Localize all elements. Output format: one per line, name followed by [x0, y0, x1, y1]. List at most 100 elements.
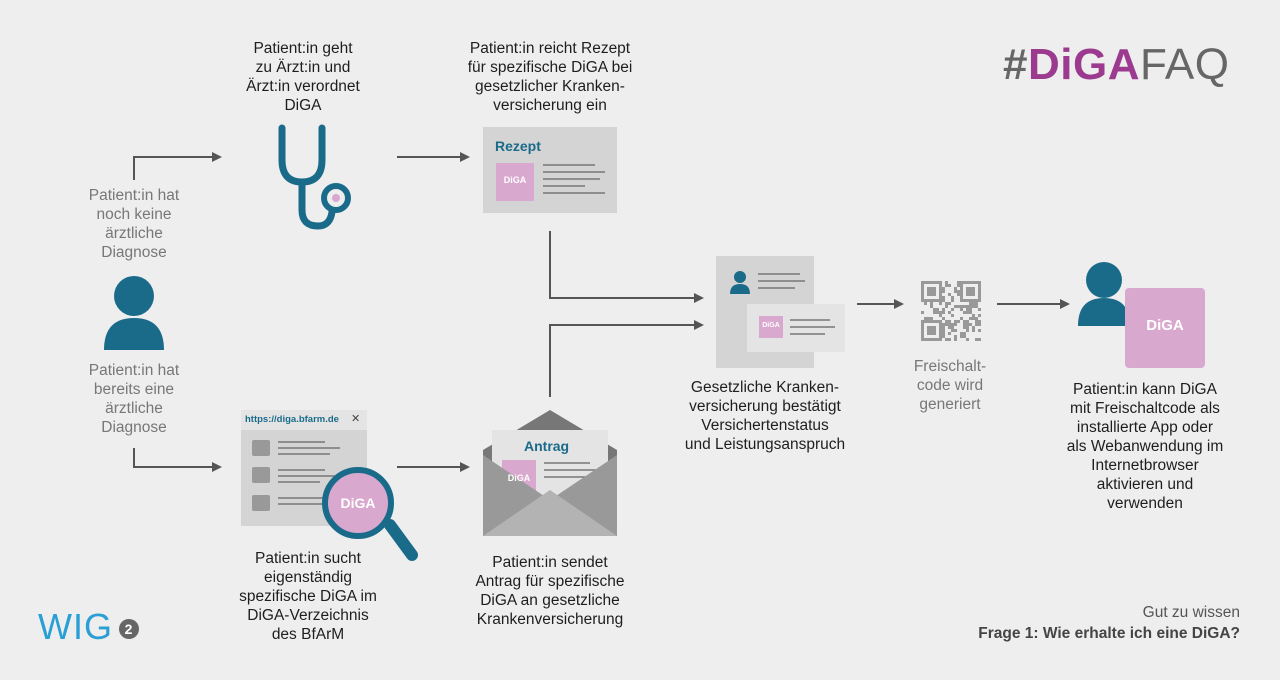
qr-module: [939, 320, 942, 323]
qr-module: [921, 299, 924, 302]
qr-module: [966, 281, 969, 284]
arrow-has-diagnosis-to-search: [133, 448, 222, 472]
footer-question: Frage 1: Wie erhalte ich eine DiGA?: [978, 625, 1240, 642]
qr-module: [939, 323, 942, 326]
qr-module: [942, 290, 945, 293]
qr-module: [948, 311, 951, 314]
qr-module: [927, 287, 930, 290]
qr-module: [951, 323, 954, 326]
qr-module: [927, 317, 930, 320]
qr-module: [942, 326, 945, 329]
qr-module: [957, 290, 960, 293]
qr-module: [924, 299, 927, 302]
qr-module: [939, 299, 942, 302]
qr-module: [966, 326, 969, 329]
qr-module: [945, 323, 948, 326]
qr-module: [924, 302, 927, 305]
qr-module: [939, 314, 942, 317]
qr-module: [936, 338, 939, 341]
qr-module: [951, 329, 954, 332]
qr-module: [963, 326, 966, 329]
qr-module: [939, 338, 942, 341]
qr-module: [933, 293, 936, 296]
qr-module: [975, 317, 978, 320]
qr-module: [921, 290, 924, 293]
footer: Gut zu wissen Frage 1: Wie erhalte ich e…: [978, 602, 1240, 644]
qr-module: [942, 332, 945, 335]
qr-module: [927, 290, 930, 293]
qr-module: [954, 323, 957, 326]
qr-module: [972, 293, 975, 296]
qr-module: [951, 314, 954, 317]
qr-code-icon: [921, 281, 981, 341]
arrow-application-to-insurance: [549, 320, 704, 397]
qr-module: [921, 320, 924, 323]
qr-module: [966, 293, 969, 296]
qr-module: [963, 281, 966, 284]
qr-module: [948, 326, 951, 329]
qr-module: [942, 308, 945, 311]
qr-module: [930, 293, 933, 296]
qr-module: [930, 302, 933, 305]
browser-url: https://diga.bfarm.de: [245, 414, 339, 425]
qr-module: [951, 299, 954, 302]
qr-module: [933, 299, 936, 302]
qr-module: [939, 281, 942, 284]
qr-module: [960, 317, 963, 320]
qr-module: [942, 296, 945, 299]
qr-module: [966, 308, 969, 311]
arrow-no-diagnosis-to-doctor: [133, 152, 222, 180]
qr-module: [972, 299, 975, 302]
qr-module: [957, 320, 960, 323]
qr-module: [978, 287, 981, 290]
qr-module: [945, 305, 948, 308]
qr-module: [927, 326, 930, 329]
antrag-diga-label: DiGA: [507, 473, 531, 483]
qr-module: [936, 320, 939, 323]
wig-logo-text: WIG: [38, 606, 113, 647]
qr-module: [963, 311, 966, 314]
qr-module: [921, 284, 924, 287]
qr-module: [936, 308, 939, 311]
qr-module: [969, 317, 972, 320]
qr-module: [963, 299, 966, 302]
qr-module: [963, 305, 966, 308]
qr-module: [927, 332, 930, 335]
qr-module: [969, 290, 972, 293]
arrows: [133, 152, 1070, 472]
qr-module: [966, 287, 969, 290]
qr-module: [930, 317, 933, 320]
qr-module: [975, 338, 978, 341]
qr-module: [924, 320, 927, 323]
qr-module: [954, 305, 957, 308]
qr-module: [978, 329, 981, 332]
qr-module: [957, 284, 960, 287]
qr-module: [942, 311, 945, 314]
qr-module: [960, 290, 963, 293]
qr-module: [933, 338, 936, 341]
qr-module: [978, 299, 981, 302]
hashtag-title: #DiGAFAQ: [1003, 40, 1230, 90]
qr-module: [927, 338, 930, 341]
qr-module: [960, 293, 963, 296]
qr-module: [963, 332, 966, 335]
qr-module: [966, 329, 969, 332]
qr-module: [978, 338, 981, 341]
insurance-card-stack: [716, 256, 845, 368]
qr-module: [939, 293, 942, 296]
qr-module: [951, 326, 954, 329]
qr-module: [975, 302, 978, 305]
qr-module: [972, 314, 975, 317]
qr-module: [978, 284, 981, 287]
qr-module: [930, 329, 933, 332]
qr-module: [972, 287, 975, 290]
qr-module: [954, 329, 957, 332]
qr-module: [924, 338, 927, 341]
qr-module: [960, 308, 963, 311]
qr-module: [975, 320, 978, 323]
qr-module: [975, 299, 978, 302]
qr-module: [972, 329, 975, 332]
qr-module: [933, 308, 936, 311]
